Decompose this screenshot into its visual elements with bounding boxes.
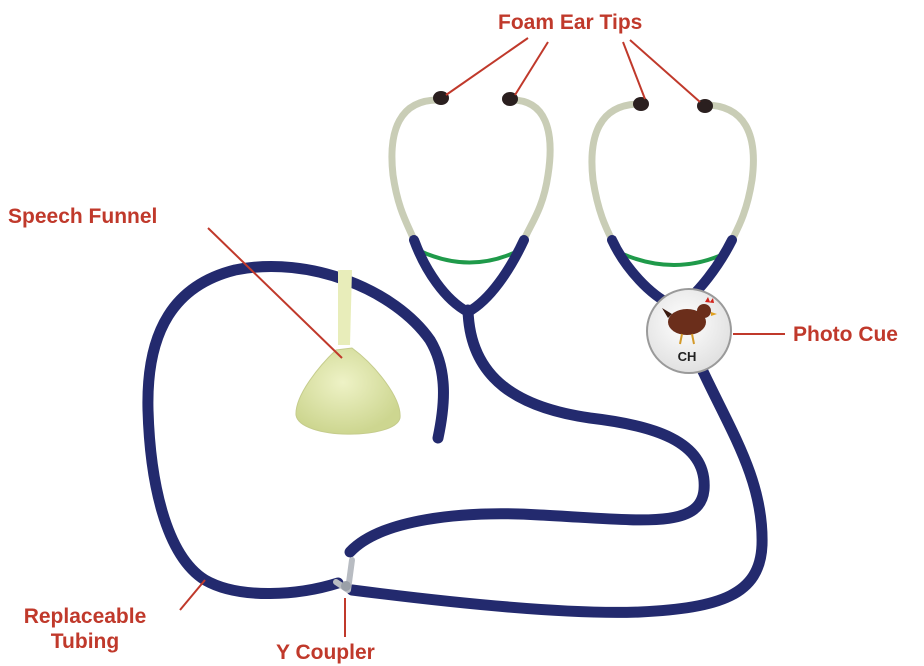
foam-leader-1 [446, 38, 528, 95]
tubing-leader [180, 580, 205, 610]
y-coupler [336, 560, 352, 591]
label-photo-cue: Photo Cue [793, 322, 898, 347]
foam-leader-2 [515, 42, 548, 95]
speech-leader [208, 228, 342, 358]
label-foam-ear-tips: Foam Ear Tips [498, 10, 642, 35]
label-speech-funnel: Speech Funnel [8, 204, 157, 229]
label-replaceable-tubing-line2: Tubing [7, 629, 163, 654]
label-replaceable-tubing-line1: Replaceable [7, 604, 163, 629]
ear-tip-3 [633, 97, 649, 111]
ear-tip-1 [433, 91, 449, 105]
photo-cue-disc: CH [647, 289, 731, 373]
label-y-coupler: Y Coupler [276, 640, 375, 665]
headset-left [392, 91, 550, 312]
headset-right [592, 97, 753, 305]
foam-leader-4 [630, 40, 700, 102]
label-replaceable-tubing: Replaceable Tubing [7, 604, 163, 654]
photo-cue-text: CH [678, 349, 697, 364]
